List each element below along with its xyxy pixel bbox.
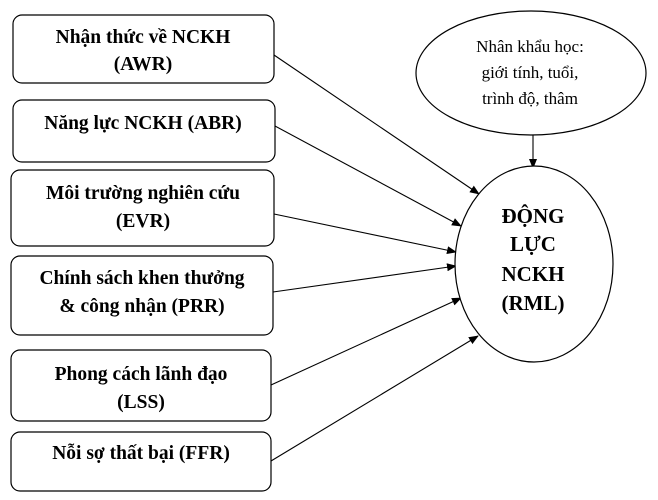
factor-label: (AWR) bbox=[114, 54, 173, 75]
arrow-ffr bbox=[270, 335, 479, 462]
arrow-lss bbox=[270, 297, 462, 386]
factor-box-evr: Môi trường nghiên cứu (EVR) bbox=[10, 169, 275, 247]
outcome-label: LỰC bbox=[510, 232, 556, 256]
demographics-label: trình độ, thâm bbox=[482, 89, 578, 108]
outcome-label: ĐỘNG bbox=[502, 204, 565, 228]
demographics-ellipse: Nhân khẩu học: giới tính, tuổi, trình độ… bbox=[415, 10, 647, 136]
factor-box-prr: Chính sách khen thưởng & công nhận (PRR) bbox=[10, 255, 274, 336]
arrow-prr bbox=[272, 263, 457, 293]
factor-label: Năng lực NCKH (ABR) bbox=[44, 113, 242, 134]
factor-label: Nỗi sợ thất bại (FFR) bbox=[52, 443, 230, 464]
factor-box-lss: Phong cách lãnh đạo (LSS) bbox=[10, 349, 272, 422]
demographics-label: giới tính, tuổi, bbox=[482, 63, 579, 82]
arrow-abr bbox=[274, 125, 462, 227]
factor-label: (LSS) bbox=[117, 392, 165, 413]
factor-label: & công nhận (PRR) bbox=[59, 296, 224, 317]
factor-label: Môi trường nghiên cứu bbox=[46, 183, 240, 204]
outcome-label: (RML) bbox=[502, 291, 565, 315]
outcome-ellipse: ĐỘNG LỰC NCKH (RML) bbox=[454, 165, 614, 363]
factor-label: (EVR) bbox=[116, 211, 170, 232]
demographics-label: Nhân khẩu học: bbox=[476, 37, 584, 56]
arrow-evr bbox=[273, 213, 457, 255]
outcome-label: NCKH bbox=[502, 262, 565, 286]
factor-box-awr: Nhận thức về NCKH (AWR) bbox=[12, 14, 275, 84]
factor-label: Phong cách lãnh đạo bbox=[55, 364, 228, 385]
factor-box-abr: Năng lực NCKH (ABR) bbox=[12, 99, 276, 163]
arrow-awr bbox=[273, 54, 480, 195]
factor-label: Chính sách khen thưởng bbox=[39, 268, 244, 289]
factor-label: Nhận thức về NCKH bbox=[56, 27, 231, 48]
factor-box-ffr: Nỗi sợ thất bại (FFR) bbox=[10, 431, 272, 492]
